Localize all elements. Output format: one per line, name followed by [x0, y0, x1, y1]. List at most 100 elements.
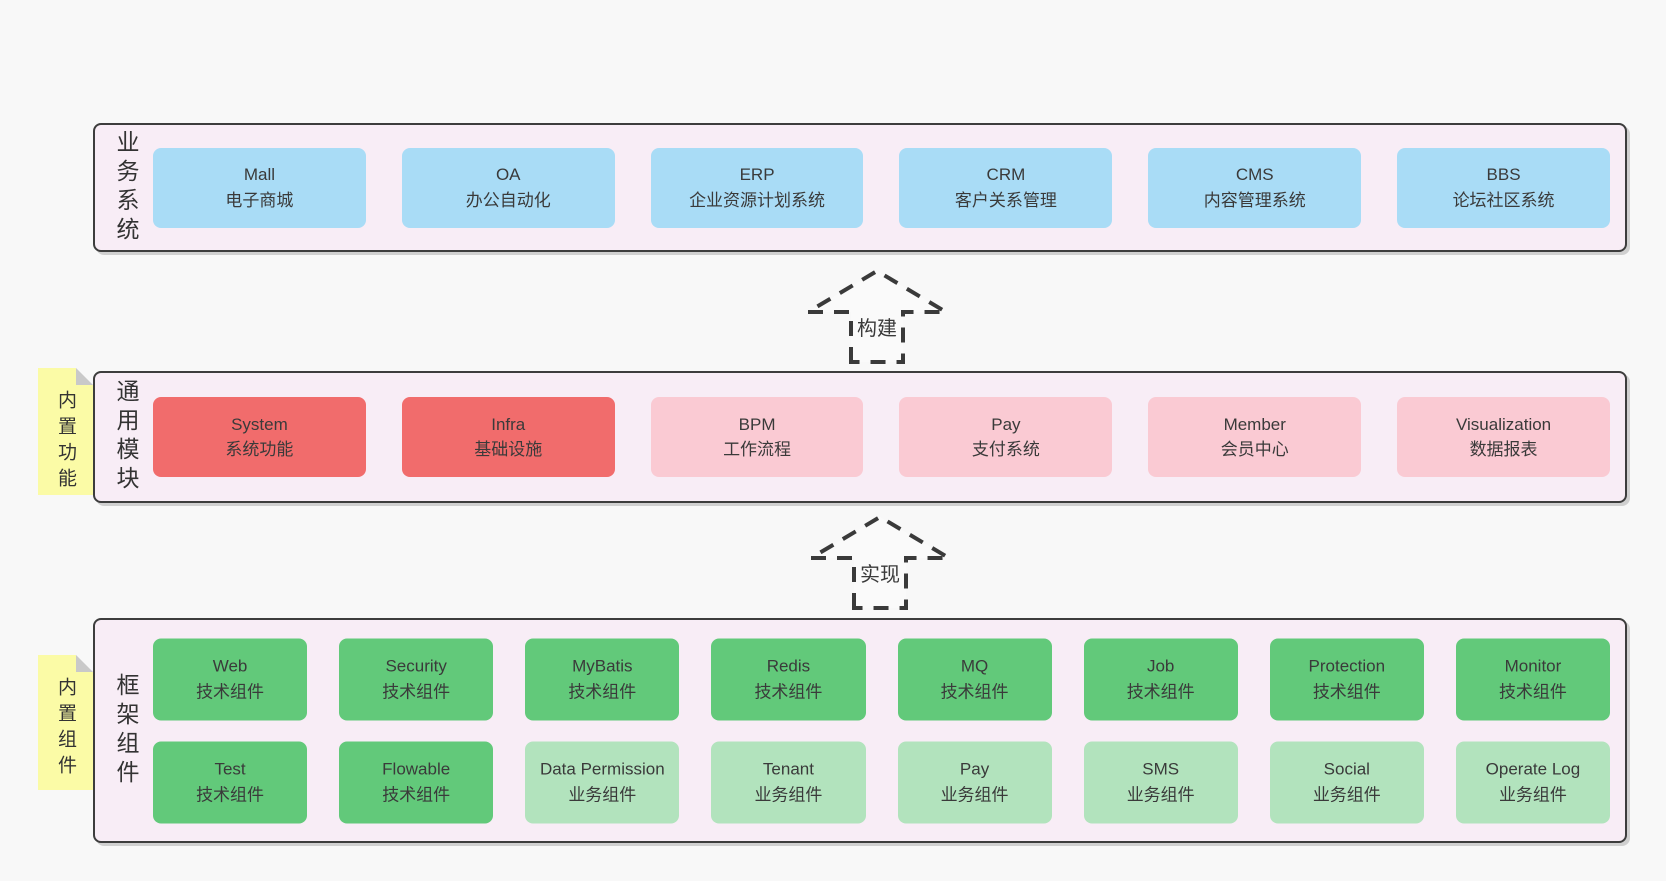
box-bpm: BPM 工作流程	[650, 397, 864, 477]
box-subtitle: 技术组件	[1312, 682, 1381, 701]
box-data-permission: Data Permission 业务组件	[525, 741, 680, 823]
box-mybatis: MyBatis 技术组件	[525, 638, 680, 720]
box-social: Social 业务组件	[1269, 741, 1424, 823]
box-oa: OA 办公自动化	[401, 147, 615, 228]
box-visualization: Visualization 数据报表	[1397, 397, 1610, 477]
box-monitor: Monitor 技术组件	[1455, 638, 1610, 720]
band-framework-components-label: 框架组件	[113, 672, 139, 789]
box-title: BPM	[738, 414, 776, 434]
box-flowable: Flowable 技术组件	[339, 741, 494, 823]
box-subtitle: 客户关系管理	[954, 190, 1057, 210]
box-title: SMS	[1142, 759, 1180, 779]
box-subtitle: 企业资源计划系统	[689, 190, 826, 210]
box-subtitle: 技术组件	[754, 682, 823, 701]
box-test: Test 技术组件	[153, 741, 308, 823]
box-mall: Mall 电子商城	[153, 147, 366, 228]
box-title: Flowable	[382, 759, 451, 779]
box-subtitle: 系统功能	[225, 440, 294, 459]
box-title: Operate Log	[1485, 759, 1581, 779]
box-title: MyBatis	[572, 656, 633, 676]
box-title: Monitor	[1504, 656, 1562, 676]
box-operate-log: Operate Log 业务组件	[1455, 741, 1610, 823]
sticky-built-in-features: 内置功能	[38, 368, 93, 495]
box-erp: ERP 企业资源计划系统	[650, 147, 864, 228]
box-web: Web 技术组件	[153, 638, 308, 720]
band-framework-components: 框架组件 Web 技术组件 Security 技术组件 MyBatis 技术组件…	[93, 618, 1627, 843]
arrow-implement: 实现	[805, 512, 955, 610]
box-pay-component: Pay 业务组件	[897, 741, 1052, 823]
box-title: MQ	[960, 656, 989, 676]
band-business-systems-label: 业务系统	[113, 129, 139, 246]
box-title: Test	[214, 759, 246, 779]
box-subtitle: 技术组件	[382, 785, 451, 804]
box-subtitle: 技术组件	[940, 682, 1009, 701]
business-boxes-grid: Mall 电子商城 OA 办公自动化 ERP 企业资源计划系统 CRM 客户关系…	[153, 147, 1610, 228]
box-subtitle: 内容管理系统	[1203, 190, 1306, 210]
sticky-built-in-components: 内置组件	[38, 655, 93, 790]
box-subtitle: 业务组件	[1126, 785, 1195, 804]
box-title: BBS	[1486, 165, 1521, 185]
box-subtitle: 数据报表	[1469, 440, 1538, 459]
box-subtitle: 工作流程	[723, 440, 792, 459]
box-title: ERP	[739, 165, 775, 185]
box-subtitle: 业务组件	[1498, 785, 1567, 804]
box-title: System	[231, 414, 288, 434]
box-member: Member 会员中心	[1148, 397, 1362, 477]
box-subtitle: 业务组件	[568, 785, 637, 804]
box-protection: Protection 技术组件	[1269, 638, 1424, 720]
box-bbs: BBS 论坛社区系统	[1397, 147, 1610, 228]
box-pay-module: Pay 支付系统	[899, 397, 1113, 477]
box-title: OA	[495, 165, 521, 185]
box-cms: CMS 内容管理系统	[1148, 147, 1362, 228]
box-title: CMS	[1235, 165, 1274, 185]
box-title: Security	[385, 656, 447, 676]
box-title: Member	[1223, 414, 1286, 434]
box-subtitle: 支付系统	[971, 440, 1040, 459]
band-common-modules-label: 通用模块	[113, 379, 139, 495]
box-subtitle: 电子商城	[225, 190, 294, 210]
component-boxes-grid: Web 技术组件 Security 技术组件 MyBatis 技术组件 Redi…	[153, 638, 1610, 823]
arrow-implement-label: 实现	[857, 558, 903, 587]
sticky-built-in-components-label: 内置组件	[55, 677, 76, 781]
box-job: Job 技术组件	[1083, 638, 1238, 720]
box-subtitle: 技术组件	[382, 682, 451, 701]
box-subtitle: 技术组件	[568, 682, 637, 701]
box-subtitle: 论坛社区系统	[1452, 190, 1555, 210]
box-title: Tenant	[762, 759, 814, 779]
box-subtitle: 会员中心	[1220, 440, 1289, 459]
box-title: Infra	[491, 414, 526, 434]
box-title: Protection	[1308, 656, 1386, 676]
box-subtitle: 技术组件	[196, 682, 265, 701]
box-title: Job	[1146, 656, 1175, 676]
band-business-systems: 业务系统 Mall 电子商城 OA 办公自动化 ERP 企业资源计划系统 CRM…	[93, 123, 1627, 252]
band-common-modules: 通用模块 System 系统功能 Infra 基础设施 BPM 工作流程 Pay…	[93, 371, 1627, 503]
box-title: CRM	[986, 165, 1026, 185]
box-title: Data Permission	[539, 759, 665, 779]
box-title: Pay	[991, 414, 1021, 434]
box-infra: Infra 基础设施	[401, 397, 615, 477]
box-subtitle: 技术组件	[1498, 682, 1567, 701]
box-title: Pay	[959, 759, 990, 779]
box-subtitle: 技术组件	[1126, 682, 1195, 701]
box-sms: SMS 业务组件	[1083, 741, 1238, 823]
box-redis: Redis 技术组件	[711, 638, 866, 720]
box-title: Redis	[766, 656, 811, 676]
box-subtitle: 办公自动化	[465, 190, 551, 210]
sticky-built-in-features-label: 内置功能	[55, 390, 76, 494]
box-title: Visualization	[1456, 414, 1552, 434]
box-crm: CRM 客户关系管理	[899, 147, 1113, 228]
box-title: Mall	[243, 165, 275, 185]
module-boxes-grid: System 系统功能 Infra 基础设施 BPM 工作流程 Pay 支付系统…	[153, 397, 1610, 477]
box-subtitle: 技术组件	[196, 785, 265, 804]
box-subtitle: 业务组件	[940, 785, 1009, 804]
box-mq: MQ 技术组件	[897, 638, 1052, 720]
box-title: Web	[212, 656, 248, 676]
box-subtitle: 业务组件	[754, 785, 823, 804]
box-title: Social	[1323, 759, 1370, 779]
box-tenant: Tenant 业务组件	[711, 741, 866, 823]
box-security: Security 技术组件	[339, 638, 494, 720]
arrow-build-label: 构建	[854, 312, 900, 341]
box-subtitle: 业务组件	[1312, 785, 1381, 804]
box-subtitle: 基础设施	[474, 440, 543, 459]
arrow-build: 构建	[802, 266, 952, 364]
